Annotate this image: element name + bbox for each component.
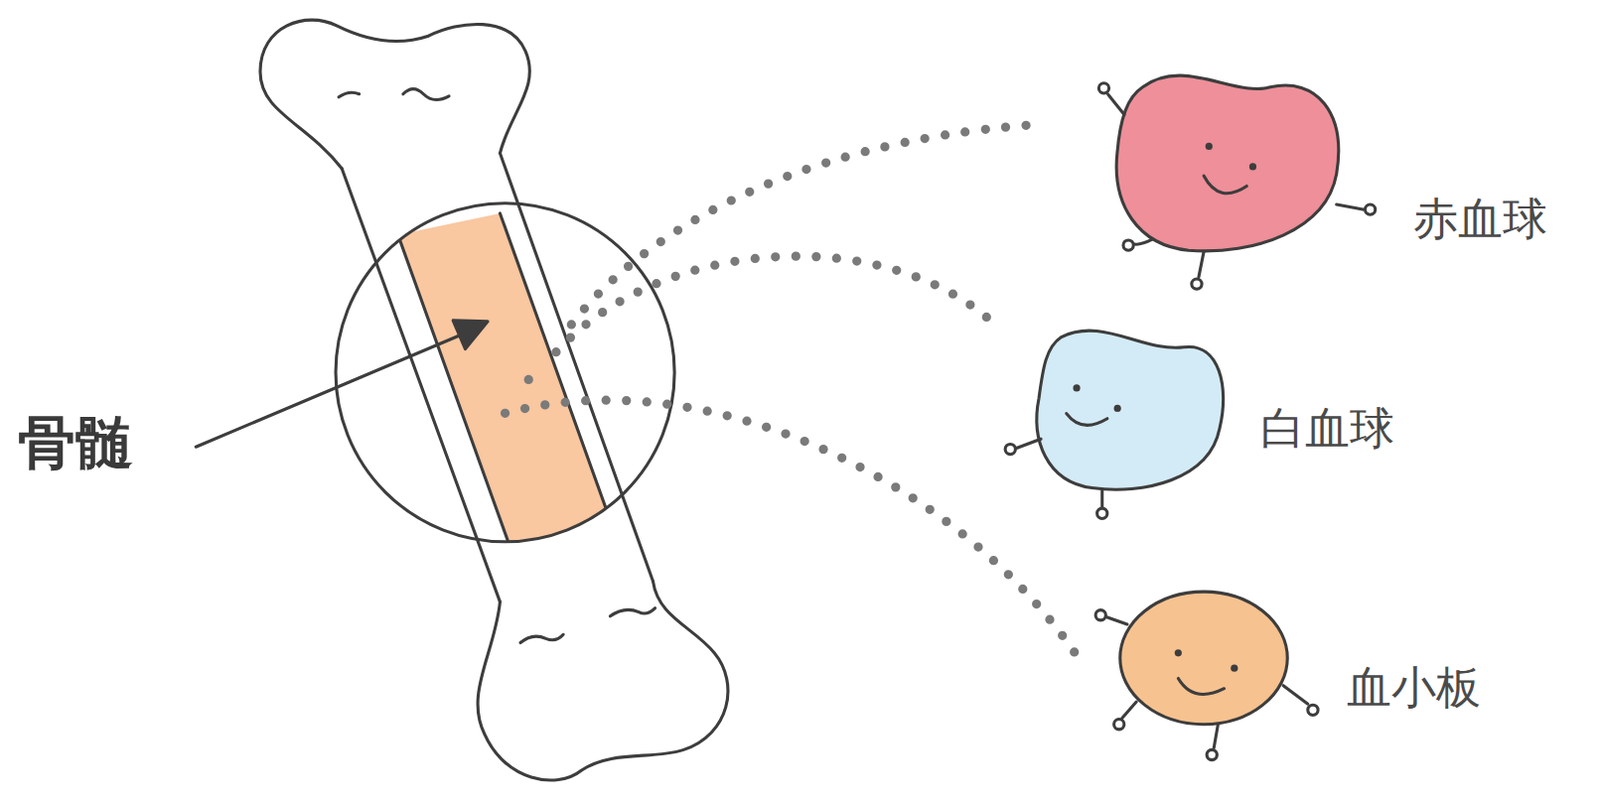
magnifier-circle [335, 203, 675, 543]
platelet [1091, 586, 1321, 766]
white-blood-cell [1000, 316, 1235, 527]
bone-mark [403, 89, 449, 101]
bone-mark [338, 92, 360, 98]
cell-label: 血小板 [1346, 661, 1481, 716]
part-label: 骨髄 [17, 409, 134, 479]
dotted-flow [528, 365, 541, 380]
bone-mark [609, 608, 655, 617]
dotted-flow [556, 256, 996, 353]
dotted-flow [505, 400, 1082, 664]
bone-bottom-head [477, 581, 728, 781]
cell-character: 赤血球 [1086, 56, 1548, 302]
cell-label: 白血球 [1260, 402, 1395, 456]
leader-arrow [195, 334, 461, 447]
bone-top-head [260, 19, 530, 169]
cell-character: 白血球 [1000, 316, 1395, 527]
bone-cortex-line [398, 235, 552, 662]
cell-label: 赤血球 [1413, 192, 1548, 247]
arrow-head [452, 320, 488, 350]
bone-mark [520, 634, 564, 643]
bone-cortex-line [499, 213, 653, 640]
cell-character: 血小板 [1091, 586, 1481, 766]
red-blood-cell [1086, 56, 1383, 302]
